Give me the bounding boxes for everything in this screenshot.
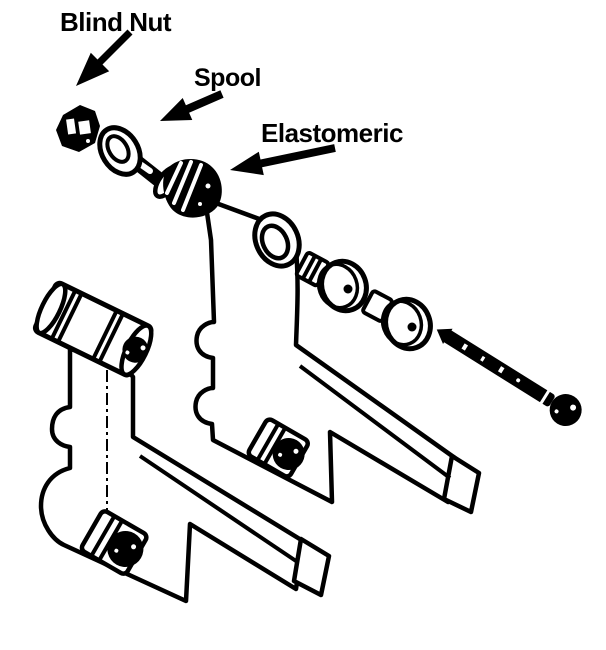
blind-nut-part <box>56 105 100 152</box>
elastomeric-arrow <box>230 144 336 176</box>
rear-arm-ridge-line <box>298 364 452 480</box>
isolator-cylinder-with-socket-screw <box>32 280 154 378</box>
spool-arrow <box>160 90 224 121</box>
isolator-socket-screw-head <box>122 336 149 363</box>
foot-socket-screw-head <box>107 531 144 567</box>
rear-arm-end-face <box>441 453 482 515</box>
blind-nut-label: Blind Nut <box>60 7 172 37</box>
screw-head <box>549 394 582 427</box>
rear-bracket-body <box>193 196 458 505</box>
rear-bracket-boss-hole <box>259 223 291 261</box>
spool-bushing-plain <box>361 289 433 352</box>
spool-bushing-ribbed <box>294 251 369 314</box>
spool-label: Spool <box>194 64 261 92</box>
spool-part <box>97 125 166 187</box>
rear-socket-screw-head <box>272 438 305 470</box>
front-arm-end-face <box>291 536 332 598</box>
mounting-screw <box>436 328 582 427</box>
rear-mounting-bracket <box>193 196 482 515</box>
elastomeric-label: Elastomeric <box>261 118 403 148</box>
blind-nut-arrow <box>76 29 133 86</box>
foot-bushing-with-socket-screw <box>79 509 149 576</box>
rear-bushing-with-socket-screw <box>246 417 310 479</box>
elastomeric-grommet-part <box>153 158 222 218</box>
front-arm-ridge-line <box>138 454 298 563</box>
